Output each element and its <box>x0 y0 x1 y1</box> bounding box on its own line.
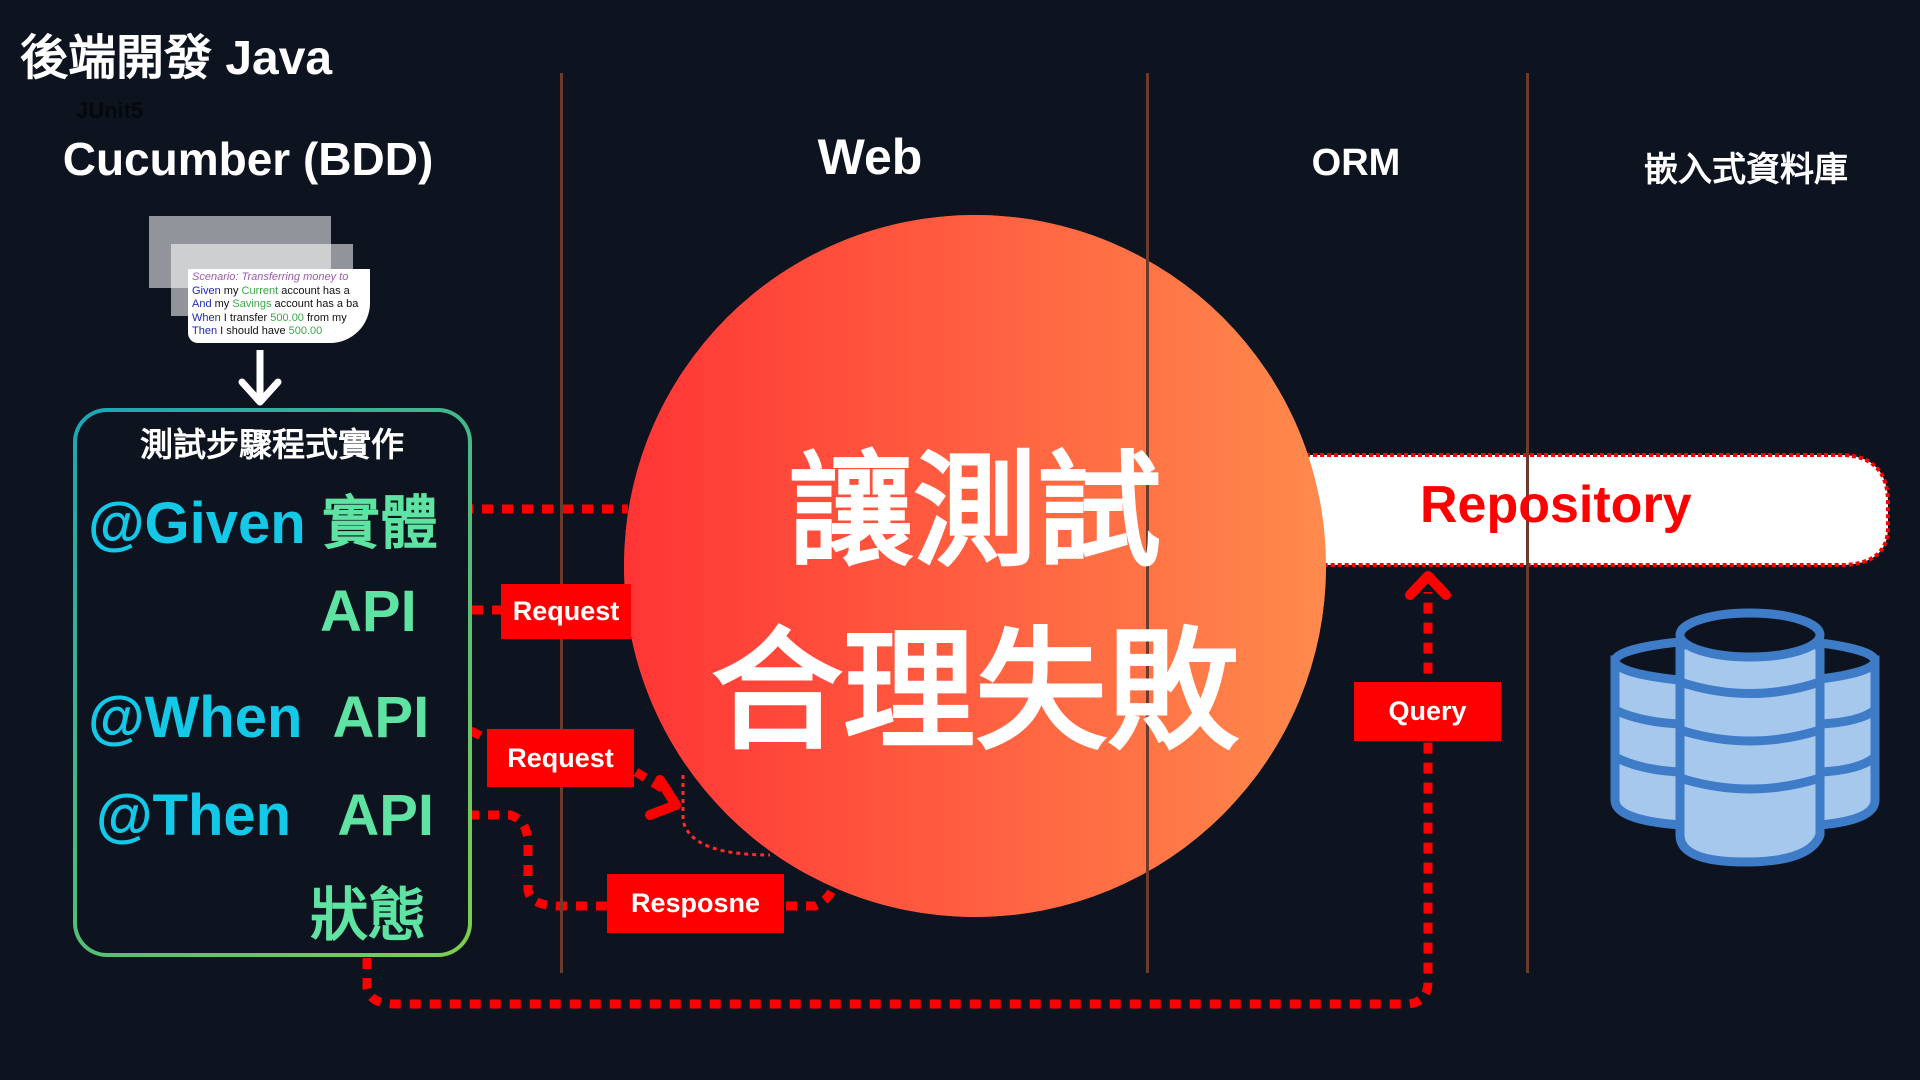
step-box-title: 測試步驟程式實作 <box>140 426 404 463</box>
highlight: 500.00 <box>288 325 323 337</box>
response-connector <box>448 810 607 911</box>
column-divider <box>560 73 563 973</box>
given-target: 實體 <box>321 491 438 556</box>
column-header-embedded-db: 嵌入式資料庫 <box>1644 151 1848 189</box>
column-header-cucumber: Cucumber (BDD) <box>62 133 434 185</box>
then-state: 狀態 <box>310 883 427 948</box>
page-title: 後端開發 Java <box>20 32 333 85</box>
arrow-down-icon <box>238 350 282 406</box>
column-divider <box>1526 73 1529 973</box>
and-keyword: And <box>192 298 212 310</box>
when-keyword: When <box>192 311 221 324</box>
response-label: Resposne <box>607 874 784 933</box>
when-tag: @When <box>88 685 303 750</box>
then-step: @Then API <box>96 782 434 849</box>
arrowhead-up-icon <box>1405 571 1451 600</box>
highlight: Current <box>241 284 279 297</box>
then-target: API <box>337 783 434 848</box>
column-header-orm: ORM <box>1311 142 1401 184</box>
scenario-text: Transferring money to <box>238 271 349 283</box>
column-divider <box>1146 73 1149 973</box>
repository-label: Repository <box>1420 476 1692 534</box>
given-tag: @Given <box>88 491 306 556</box>
center-text-line1: 讓測試 <box>788 443 1162 581</box>
arrowhead-right-icon <box>645 775 681 820</box>
highlight: Savings <box>232 298 272 310</box>
column-header-web: Web <box>817 129 923 185</box>
junit-label: JUnit5 <box>76 98 144 123</box>
text: I should have <box>217 325 289 337</box>
query-label: Query <box>1354 682 1501 741</box>
when-step: @When API <box>88 684 429 751</box>
center-text-line2: 合理失敗 <box>711 618 1239 765</box>
step-implementation-box <box>73 408 472 957</box>
text: account has a <box>278 284 350 297</box>
response-connector-right <box>786 888 837 911</box>
request-label: Request <box>501 584 631 639</box>
text: I transfer <box>220 311 271 324</box>
scenario-keyword: Scenario: <box>192 271 239 283</box>
scenario-card: Scenario: Transferring money to Given my… <box>188 269 370 343</box>
text: from my <box>303 311 347 324</box>
given-api: API <box>320 579 417 644</box>
bottom-loop-connector <box>362 592 1433 1009</box>
request-label: Request <box>487 729 634 787</box>
then-keyword: Then <box>192 325 218 337</box>
database-icon <box>1610 608 1880 867</box>
text: my <box>220 284 242 297</box>
text: account has a ba <box>271 298 359 310</box>
given-keyword: Given <box>192 284 221 297</box>
given-step: @Given 實體 <box>88 476 438 560</box>
text: my <box>211 298 233 310</box>
then-tag: @Then <box>96 783 292 848</box>
highlight: 500.00 <box>270 311 304 324</box>
when-target: API <box>332 685 430 750</box>
repository-bar <box>1250 453 1890 567</box>
